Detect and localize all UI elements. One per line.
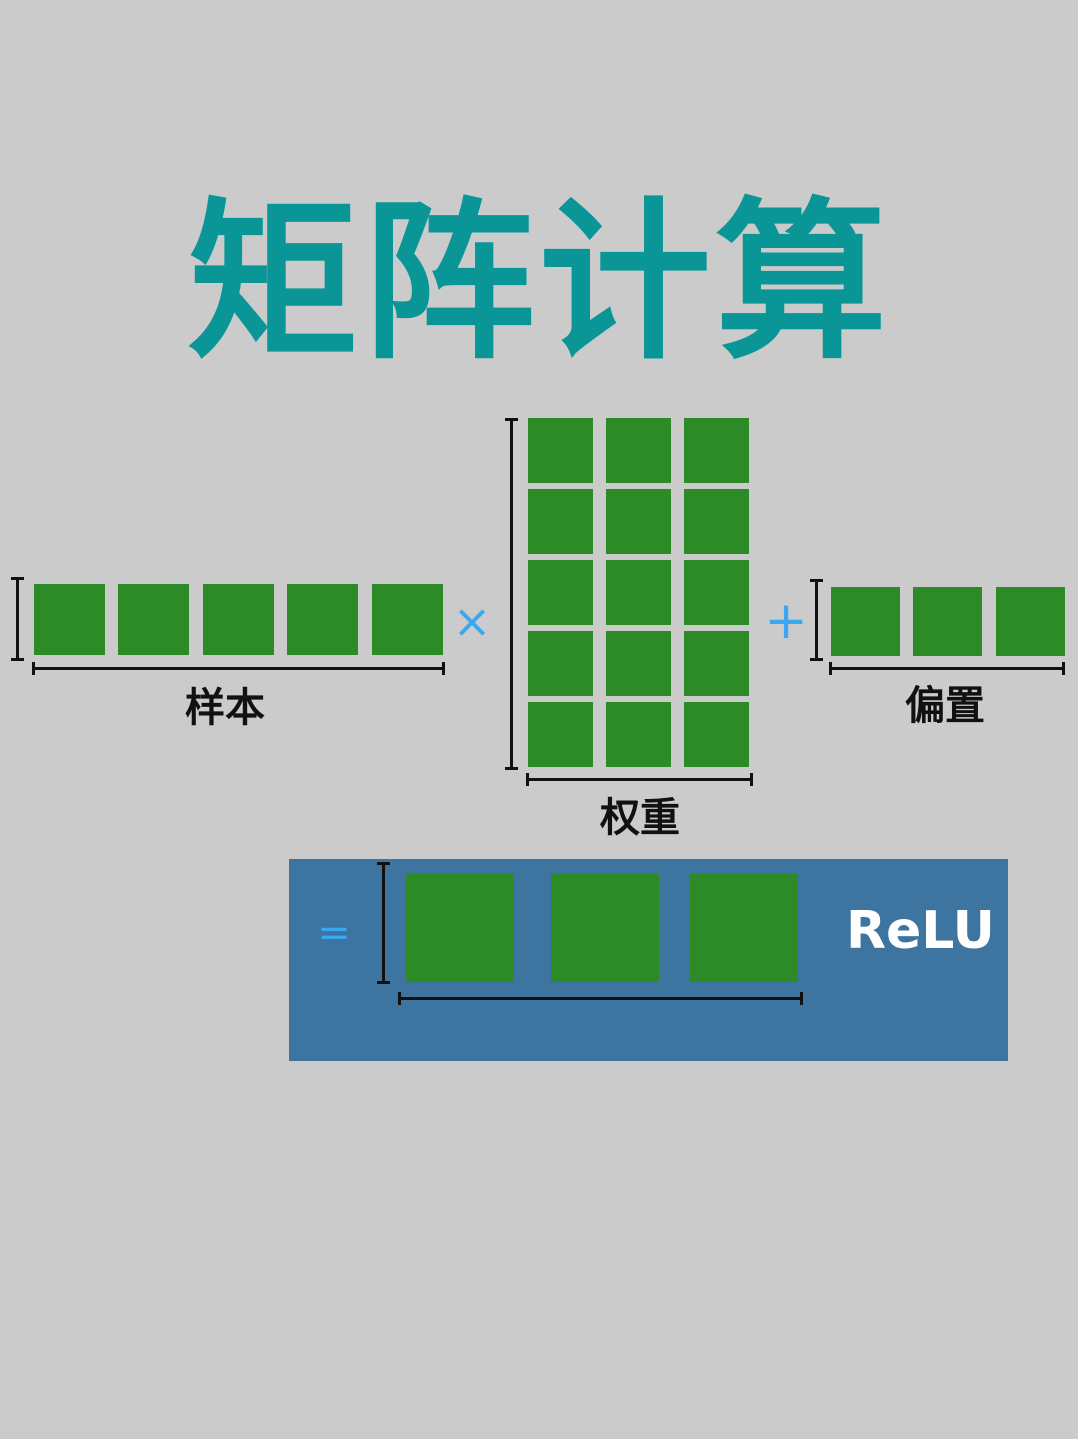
sample-cell [372, 584, 443, 655]
sample-cell [287, 584, 358, 655]
bias-cell [831, 587, 900, 656]
result-height-bracket [377, 862, 390, 984]
weight-cell [606, 702, 671, 767]
plus-operator: + [764, 591, 808, 651]
sample-height-bracket [11, 577, 24, 661]
weight-cell [606, 489, 671, 554]
relu-label: ReLU [846, 901, 995, 961]
equals-operator: = [317, 910, 351, 956]
page-title: 矩阵计算 [187, 182, 891, 383]
sample-width-bracket [32, 662, 445, 675]
sample-cell [34, 584, 105, 655]
weight-cell [606, 418, 671, 483]
weight-cell [528, 418, 593, 483]
weight-cell [606, 560, 671, 625]
weight-cell [684, 489, 749, 554]
bias-width-bracket [829, 662, 1065, 675]
sample-label: 样本 [185, 685, 265, 731]
weight-cell [606, 631, 671, 696]
weight-cell [684, 631, 749, 696]
sample-cell [118, 584, 189, 655]
bias-cell [996, 587, 1065, 656]
sample-cell [203, 584, 274, 655]
multiply-operator: × [452, 594, 492, 648]
bias-label: 偏置 [905, 683, 985, 729]
result-cell [551, 874, 659, 982]
bias-height-bracket [810, 579, 823, 661]
weights-width-bracket [526, 773, 753, 786]
weight-cell [528, 489, 593, 554]
weight-cell [684, 702, 749, 767]
result-cell [406, 874, 514, 982]
weight-cell [684, 560, 749, 625]
weight-cell [684, 418, 749, 483]
weight-cell [528, 631, 593, 696]
weights-label: 权重 [600, 795, 680, 841]
weight-cell [528, 702, 593, 767]
result-cell [690, 874, 798, 982]
bias-cell [913, 587, 982, 656]
weights-height-bracket [505, 418, 518, 770]
weight-cell [528, 560, 593, 625]
result-width-bracket [398, 992, 803, 1005]
